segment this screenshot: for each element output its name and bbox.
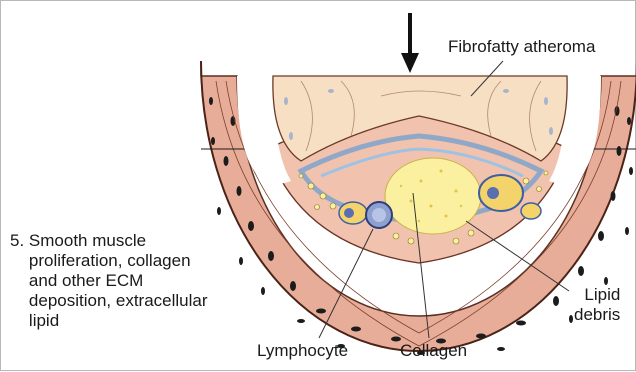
stage-text: Smooth muscle proliferation, collagen an… (29, 231, 208, 331)
foam-cells-left (339, 202, 367, 224)
label-lymphocyte: Lymphocyte (257, 341, 348, 361)
arrow-down-icon (401, 13, 419, 73)
lipid-core (385, 158, 481, 234)
stage-number: 5. (10, 231, 24, 250)
lymphocyte-cell (366, 202, 392, 228)
label-fibrofatty-atheroma: Fibrofatty atheroma (448, 37, 595, 57)
label-collagen: Collagen (400, 341, 467, 361)
stage-description: 5. Smooth muscle proliferation, collagen… (10, 231, 208, 331)
label-lipid-debris: Lipid debris (574, 285, 620, 325)
